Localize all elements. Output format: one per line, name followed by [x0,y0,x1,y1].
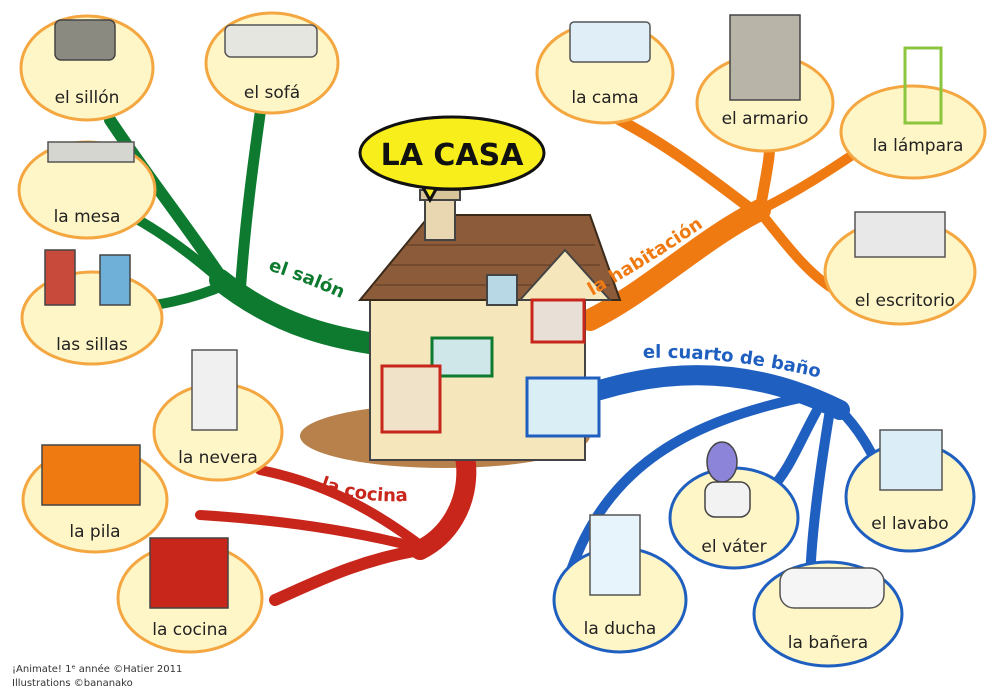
sink-counter-icon [41,444,141,506]
node-label: el escritorio [855,291,955,311]
node-label: el armario [722,109,809,129]
node-la-mesa[interactable]: la mesa [17,140,157,240]
node-el-lavabo[interactable]: el lavabo [844,429,976,553]
branch-label-cocina-text: la cocina [318,473,408,506]
node-la-banera[interactable]: la bañera [752,560,904,668]
node-el-escritorio[interactable]: el escritorio [823,211,977,326]
branch-label-cocina: la cocina [318,473,408,506]
node-el-vater[interactable]: el váter [668,441,800,570]
node-la-nevera[interactable]: la nevera [152,349,284,482]
branch-label-salon: el salón [266,255,348,303]
page-title: LA CASA [381,138,525,173]
node-label: la pila [69,522,120,542]
table-icon [47,141,135,163]
node-la-ducha[interactable]: la ducha [552,514,688,654]
chair-icon [99,254,131,306]
fridge-icon [191,349,238,431]
node-label: el lavabo [871,514,948,534]
node-label: la cama [571,88,638,108]
branch-habitacion-lines [579,109,865,331]
sofa-icon [224,24,318,58]
stove-icon [149,537,229,609]
node-label: el sofá [244,83,300,103]
toilet-icon [706,441,738,483]
shower-icon [589,514,641,596]
desk-icon [854,211,946,258]
title-bubble: LA CASA [358,115,546,204]
branch-label-salon-text: el salón [266,255,348,303]
node-label: las sillas [56,335,128,355]
bed-icon [569,21,651,63]
node-label: la ducha [584,619,657,639]
house-illustration [357,189,622,461]
node-label: la mesa [54,207,121,227]
node-la-lampara[interactable]: la lámpara [839,46,987,180]
bathtub-icon [779,567,885,609]
node-la-pila[interactable]: la pila [21,444,169,554]
lamp-icon [903,46,943,125]
node-label: la nevera [178,448,258,468]
credit-line-2: Illustrations ©bananako [12,678,133,689]
node-label: el váter [701,537,766,557]
node-el-sofa[interactable]: el sofá [204,11,340,115]
wardrobe-icon [729,14,801,101]
node-el-sillon[interactable]: el sillón [19,14,155,122]
node-label: el sillón [55,88,120,108]
node-label: la lámpara [873,136,964,156]
node-label: la cocina [152,620,228,640]
node-label: la bañera [788,633,868,653]
toilet-bowl-icon [704,481,751,518]
node-las-sillas[interactable]: las sillas [20,249,164,366]
credit-line-1: ¡Animate! 1ᵉ année ©Hatier 2011 [12,663,182,675]
node-la-cama[interactable]: la cama [535,21,675,125]
armchair-icon [54,19,116,61]
node-la-cocina[interactable]: la cocina [116,537,264,654]
node-el-armario[interactable]: el armario [695,14,835,153]
sink-icon [879,429,943,491]
chair-icon [44,249,76,306]
